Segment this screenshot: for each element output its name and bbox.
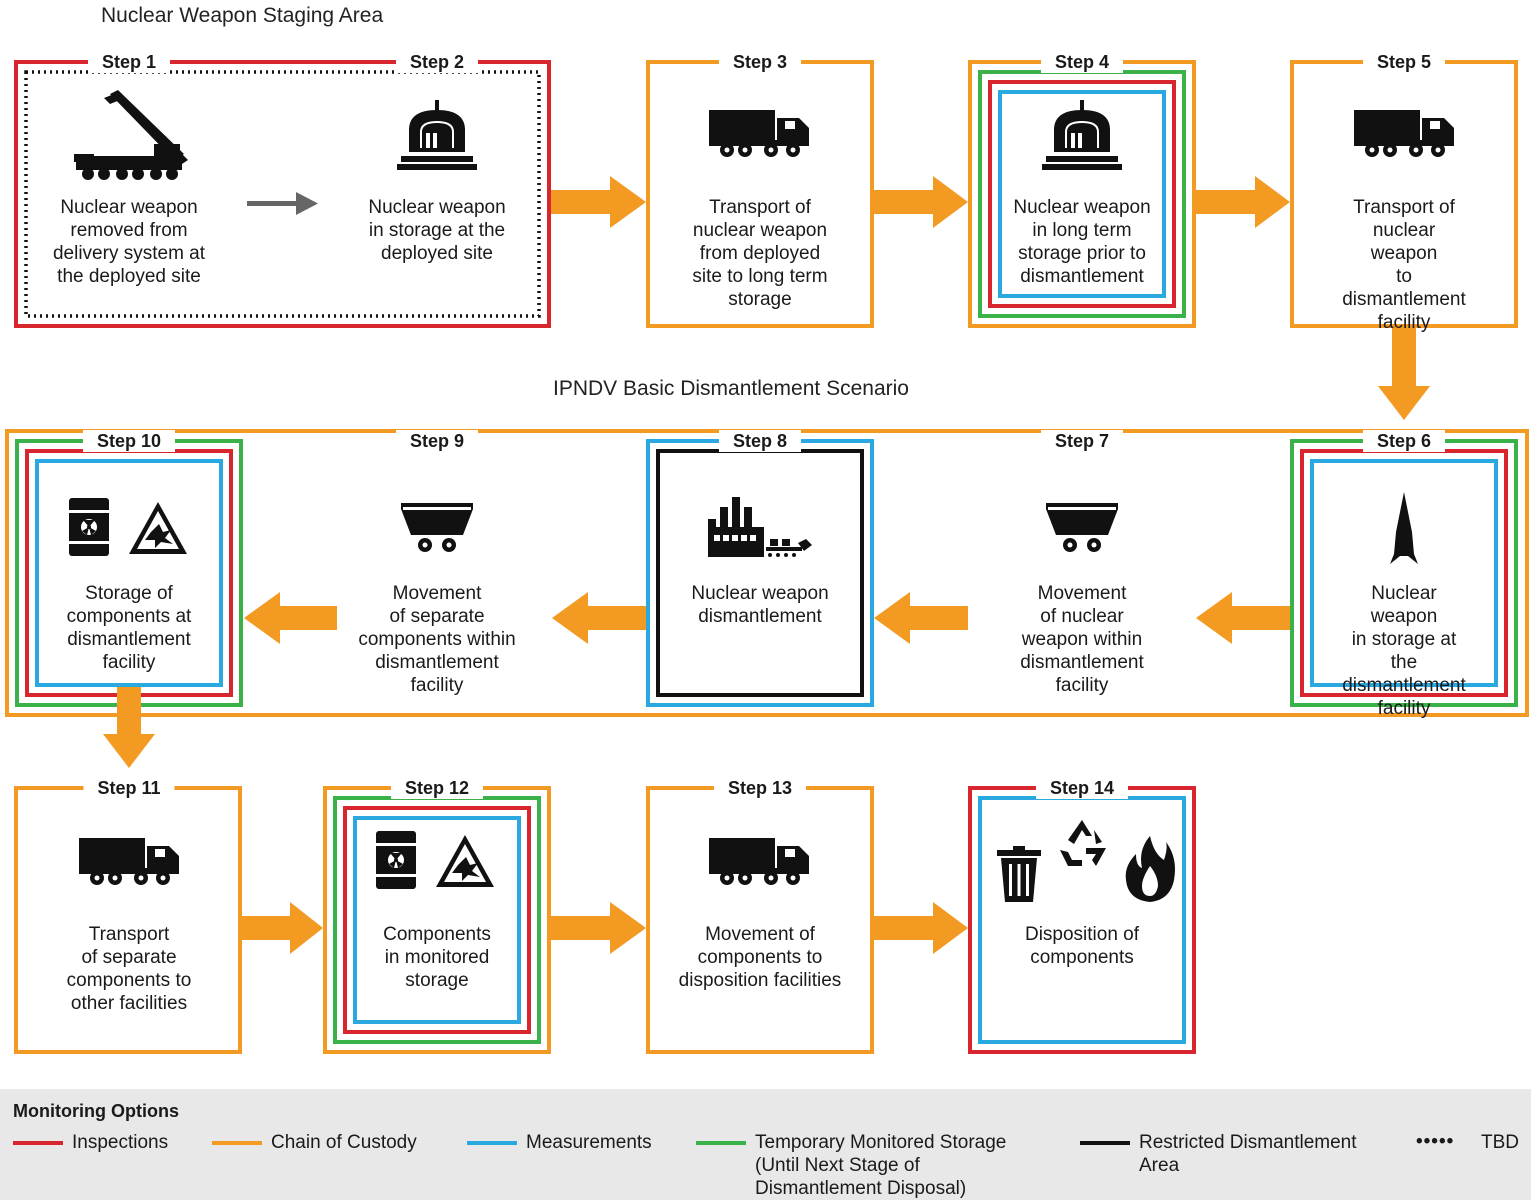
flow-arrow-down-1	[1378, 328, 1430, 420]
step-4-label: Step 4	[1040, 51, 1124, 73]
step-7-label: Step 7	[1040, 430, 1124, 452]
flow-arrow-8	[242, 902, 323, 954]
step-5-text: Transport of nuclear weapon to dismantle…	[1342, 197, 1466, 333]
step-1-label: Step 1	[87, 51, 171, 73]
factory-icon	[708, 497, 812, 557]
staging-area-title: Nuclear Weapon Staging Area	[101, 4, 384, 27]
truck-icon	[709, 838, 809, 885]
step-9-label: Step 9	[395, 430, 479, 452]
flow-arrow-5	[874, 592, 968, 644]
measurements-swatch	[467, 1141, 517, 1145]
scenario-title: IPNDV Basic Dismantlement Scenario	[553, 377, 909, 400]
restricted-area-swatch	[1080, 1141, 1130, 1145]
truck-icon	[709, 110, 809, 157]
step-2-label: Step 2	[395, 51, 479, 73]
step12-storage-border	[333, 796, 541, 1044]
cart-icon	[1046, 503, 1118, 552]
step-12-label: Step 12	[390, 777, 484, 799]
explosive-hazard-icon	[129, 502, 187, 554]
flow-arrow-down-2	[103, 687, 155, 768]
trash-can-icon	[997, 846, 1041, 902]
explosive-hazard-icon	[436, 835, 494, 887]
step-5-label: Step 5	[1362, 51, 1446, 73]
step8-restricted-border	[656, 449, 864, 697]
step-13-text: Movement of components to disposition fa…	[678, 924, 842, 991]
legend-tbd: TBD	[1481, 1132, 1519, 1153]
cart-icon	[401, 503, 473, 552]
step12-chain-of-custody-border	[323, 786, 551, 1054]
legend-inspections: Inspections	[72, 1132, 169, 1153]
legend-temporary-storage: Temporary Monitored Storage (Until Next …	[755, 1132, 1007, 1199]
legend-restricted-area: Restricted Dismantlement Area	[1139, 1132, 1357, 1176]
step1-2-inspections-border	[14, 60, 551, 328]
step-9-text: Movement of separate components within d…	[358, 583, 516, 696]
tbd-dots-icon: •••••	[1416, 1131, 1455, 1152]
step-14-label: Step 14	[1035, 777, 1129, 799]
legend: Monitoring Options Inspections Chain of …	[0, 1089, 1531, 1200]
truck-icon	[79, 838, 179, 885]
legend-title: Monitoring Options	[13, 1101, 179, 1121]
step-14-text: Disposition of components	[1024, 924, 1140, 968]
step-4-text: Nuclear weapon in long term storage prio…	[1013, 197, 1151, 287]
step-10-label: Step 10	[82, 430, 176, 452]
missile-launcher-icon	[74, 90, 188, 180]
chain-of-custody-swatch	[212, 1141, 262, 1145]
flow-arrow-7	[244, 592, 337, 644]
recycle-icon	[1060, 820, 1106, 866]
legend-measurements: Measurements	[526, 1132, 652, 1153]
step-3-text: Transport of nuclear weapon from deploye…	[692, 197, 828, 310]
bunker-icon	[396, 99, 478, 171]
temporary-storage-swatch	[696, 1141, 746, 1145]
step-2-text: Nuclear weapon in storage at the deploye…	[368, 197, 506, 264]
step12-inspections-border	[343, 806, 531, 1034]
step10-measurements-border	[35, 459, 223, 687]
step-7-text: Movement of nuclear weapon within disman…	[1020, 583, 1144, 696]
step-10-text: Storage of components at dismantlement f…	[66, 583, 192, 673]
step-6-text: Nuclear weapon in storage at the dismant…	[1342, 583, 1466, 719]
step12-measurements-border	[353, 816, 521, 1024]
step-11-text: Transport of separate components to othe…	[66, 924, 192, 1014]
step13-chain-of-custody-border	[646, 786, 874, 1054]
step6-measurements-border	[1310, 459, 1498, 687]
step4-measurements-border	[998, 90, 1166, 298]
step-8-text: Nuclear weapon dismantlement	[691, 583, 829, 627]
flow-arrow-1	[551, 176, 646, 228]
step-1-text: Nuclear weapon removed from delivery sys…	[52, 197, 206, 287]
bunker-icon	[1041, 99, 1123, 171]
step-6-label: Step 6	[1362, 430, 1446, 452]
flow-arrow-4	[1196, 592, 1290, 644]
fire-icon	[1125, 836, 1175, 902]
inspections-swatch	[13, 1141, 63, 1145]
step-12-text: Components in monitored storage	[383, 924, 491, 991]
step14-measurements-border	[978, 796, 1186, 1044]
flow-arrow-9	[551, 902, 646, 954]
flow-arrow-3	[1196, 176, 1290, 228]
flow-arrow-10	[874, 902, 968, 954]
radioactive-barrel-icon	[69, 498, 109, 556]
gray-arrow-icon	[247, 192, 318, 215]
flow-arrow-6	[552, 592, 646, 644]
step4-inspections-border	[988, 80, 1176, 308]
radioactive-barrel-icon	[376, 831, 416, 889]
legend-chain-of-custody: Chain of Custody	[271, 1132, 417, 1153]
dismantlement-facility-border	[5, 429, 1529, 717]
step-13-label: Step 13	[713, 777, 807, 799]
step1-2-tbd-border	[24, 70, 541, 318]
truck-icon	[1354, 110, 1454, 157]
step-8-label: Step 8	[718, 430, 802, 452]
step-11-label: Step 11	[83, 777, 175, 799]
step-3-label: Step 3	[718, 51, 802, 73]
flow-arrow-2	[874, 176, 968, 228]
step8-measurements-border	[646, 439, 874, 707]
warhead-icon	[1390, 492, 1418, 564]
